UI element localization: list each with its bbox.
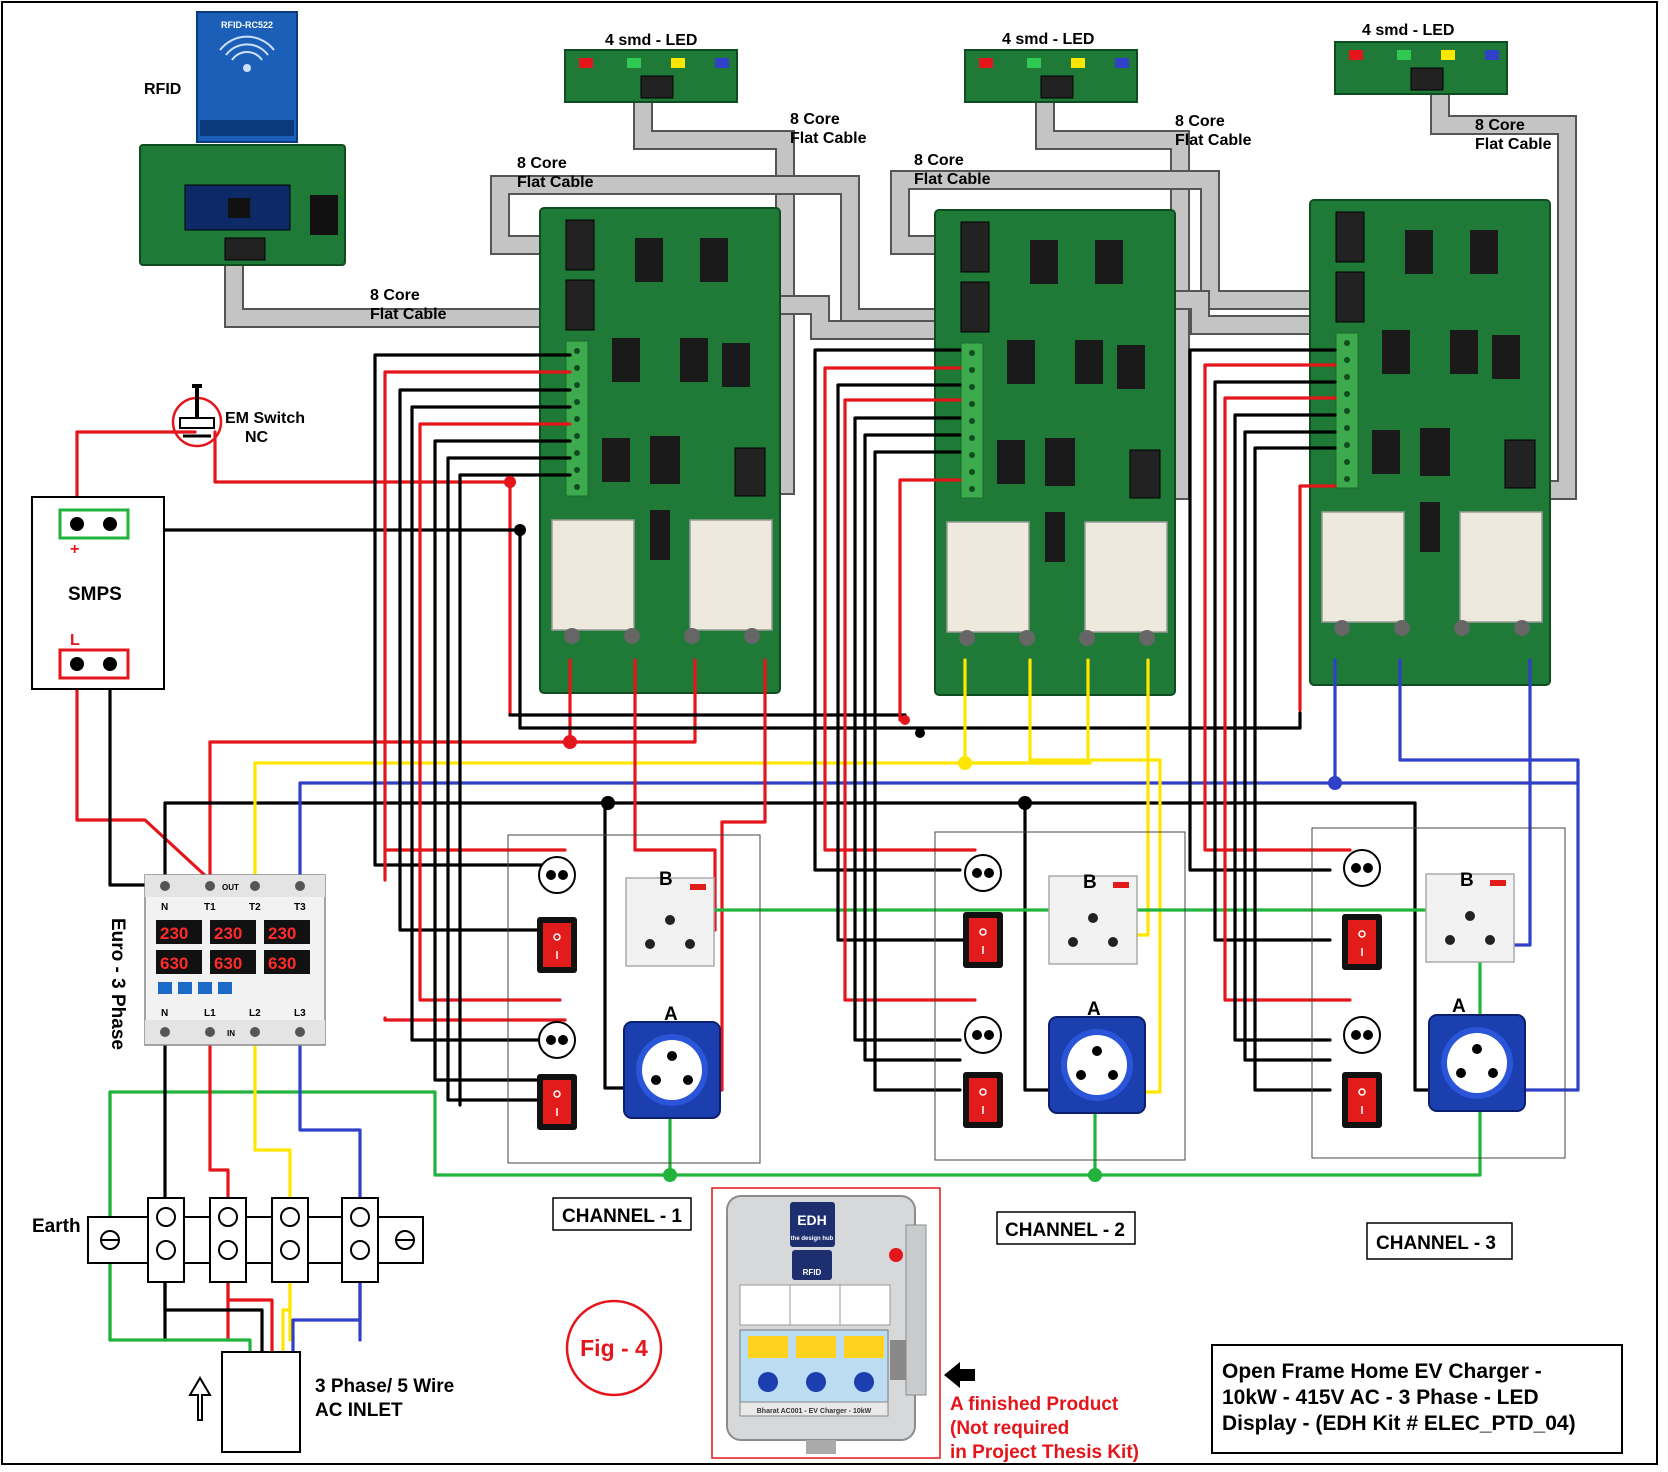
dc-socket-1b <box>538 1021 576 1059</box>
socket-b-1-label: B <box>659 869 673 890</box>
title-line-2: 10kW - 415V AC - 3 Phase - LED <box>1222 1386 1539 1409</box>
left-arrow-icon <box>944 1362 975 1388</box>
dc-socket-3b <box>1343 1016 1381 1054</box>
em-switch-label: EM Switch <box>225 410 305 427</box>
dc-socket-2b <box>964 1016 1002 1054</box>
rfid-controller-board <box>139 144 346 266</box>
inlet-label-2: AC INLET <box>315 1400 403 1421</box>
title-box: Open Frame Home EV Charger - 10kW - 415V… <box>1211 1344 1623 1454</box>
channel-panels <box>507 827 1566 1164</box>
cable-1-label-b: Flat Cable <box>370 306 447 323</box>
meter-volt-3: 230 <box>268 924 296 943</box>
em-switch-nc: NC <box>245 429 269 446</box>
meter-top-n: N <box>161 902 168 913</box>
meter-name: Euro - 3 Phase <box>107 918 128 1050</box>
meter-amp-2: 630 <box>214 954 242 973</box>
meter-bottom-l1: L1 <box>204 1008 216 1019</box>
controller-board-1 <box>539 207 781 694</box>
rfid-module: RFID-RC522 <box>196 11 298 143</box>
rocker-switch-2b[interactable] <box>962 1071 1004 1129</box>
controller-board-2 <box>934 209 1176 696</box>
meter-volt-1: 230 <box>160 924 188 943</box>
cable-3-label-b: Flat Cable <box>790 130 867 147</box>
rocker-switch-3a[interactable] <box>1341 913 1383 971</box>
meter-top-t2: T2 <box>249 902 261 913</box>
led-board-1 <box>564 49 738 103</box>
dc-socket-3a <box>1343 849 1381 887</box>
cable-2-label-a: 8 Core <box>517 155 567 172</box>
ac-inlet <box>221 1351 301 1453</box>
led-board-2 <box>964 49 1138 103</box>
terminal-block <box>87 1197 424 1283</box>
smps-block: + SMPS L <box>31 496 165 690</box>
cable-6-label-a: 8 Core <box>1475 117 1525 134</box>
socket-a-3-label: A <box>1452 996 1466 1017</box>
inlet-label-1: 3 Phase/ 5 Wire <box>315 1376 454 1397</box>
earth-label: Earth <box>32 1216 81 1237</box>
cable-4-label-a: 8 Core <box>914 152 964 169</box>
meter-amp-1: 630 <box>160 954 188 973</box>
title-line-3: Display - (EDH Kit # ELEC_PTD_04) <box>1222 1412 1576 1435</box>
smps-plus: + <box>70 541 79 558</box>
rocker-switch-1a[interactable] <box>536 916 578 974</box>
led-board-3-label: 4 smd - LED <box>1362 22 1454 39</box>
em-switch-icon <box>171 384 223 448</box>
meter-out: OUT <box>222 883 239 892</box>
led-board-2-label: 4 smd - LED <box>1002 31 1094 48</box>
socket-b-2-label: B <box>1083 872 1097 893</box>
meter-top-t1: T1 <box>204 902 216 913</box>
meter-top-t3: T3 <box>294 902 306 913</box>
rocker-switch-3b[interactable] <box>1341 1071 1383 1129</box>
meter-in: IN <box>227 1029 235 1038</box>
cable-6-label-b: Flat Cable <box>1475 136 1552 153</box>
socket-a-2 <box>1048 1016 1146 1114</box>
cable-5-label-b: Flat Cable <box>1175 132 1252 149</box>
socket-a-1-label: A <box>664 1004 678 1025</box>
fig-label: Fig - 4 <box>580 1335 648 1361</box>
led-board-3 <box>1334 41 1508 95</box>
meter-volt-2: 230 <box>214 924 242 943</box>
rfid-label: RFID <box>144 81 181 98</box>
channel-2-label: CHANNEL - 2 <box>1005 1220 1125 1241</box>
product-note-1: A finished Product <box>950 1394 1119 1415</box>
cable-5-label-a: 8 Core <box>1175 113 1225 130</box>
finished-product-image <box>711 1187 941 1459</box>
smps-l: L <box>70 632 80 649</box>
euro-3phase-meter <box>144 874 326 1046</box>
socket-a-1 <box>623 1021 721 1119</box>
product-brand: EDH <box>797 1212 827 1228</box>
rocker-switch-1b[interactable] <box>536 1073 578 1131</box>
meter-amp-3: 630 <box>268 954 296 973</box>
rocker-switch-2a[interactable] <box>962 911 1004 969</box>
controller-board-3 <box>1309 199 1551 686</box>
product-rfid: RFID <box>803 1268 822 1277</box>
led-board-1-label: 4 smd - LED <box>605 32 697 49</box>
cable-1-label-a: 8 Core <box>370 287 420 304</box>
socket-a-2-label: A <box>1087 999 1101 1020</box>
channel-1-label: CHANNEL - 1 <box>562 1206 682 1227</box>
dc-socket-1a <box>538 856 576 894</box>
smps-label: SMPS <box>68 584 122 605</box>
meter-bottom-n: N <box>161 1008 168 1019</box>
rfid-module-label: RFID-RC522 <box>221 20 273 30</box>
product-note-3: in Project Thesis Kit) <box>950 1442 1139 1463</box>
up-arrow-icon <box>188 1376 212 1421</box>
title-line-1: Open Frame Home EV Charger - <box>1222 1360 1542 1383</box>
cable-2-label-b: Flat Cable <box>517 174 594 191</box>
meter-bottom-l2: L2 <box>249 1008 261 1019</box>
meter-bottom-l3: L3 <box>294 1008 306 1019</box>
dc-socket-2a <box>964 854 1002 892</box>
product-footer: Bharat AC001 - EV Charger - 10kW <box>757 1408 872 1415</box>
socket-b-3-label: B <box>1460 870 1474 891</box>
cable-4-label-b: Flat Cable <box>914 171 991 188</box>
cable-3-label-a: 8 Core <box>790 111 840 128</box>
product-brand-sub: the design hub <box>791 1236 834 1242</box>
product-note-2: (Not required <box>950 1418 1069 1439</box>
socket-a-3 <box>1428 1014 1526 1112</box>
socket-b-1 <box>625 877 715 967</box>
channel-3-label: CHANNEL - 3 <box>1376 1233 1496 1254</box>
